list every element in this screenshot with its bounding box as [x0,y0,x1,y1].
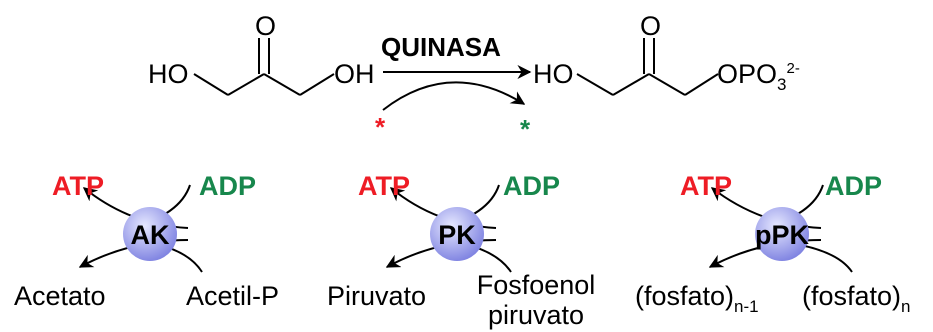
ak-enzyme-label: AK [130,220,170,250]
acceptor-asterisk: * [520,114,531,144]
substrate-structure [193,38,335,96]
donor-asterisk: * [375,112,386,142]
pk-donor-label-line1: Fosfoenol [476,270,596,300]
substrate-ho-label: HO [148,59,189,89]
pk-atp-label: ATP [358,171,410,201]
cofactor-curved-arrow [382,81,526,111]
pk-enzyme-node [430,207,484,261]
ppk-product-label: (fosfato)n-1 [635,281,759,316]
substrate-oh-label: OH [334,59,375,89]
ak-adp-label: ADP [199,171,257,201]
pk-system [385,184,512,273]
substrate-carbonyl-o: O [255,11,277,41]
ppk-donor-label: (fosfato)n [802,281,911,316]
ak-enzyme-node [123,207,177,261]
pk-adp-label: ADP [503,171,561,201]
pk-donor-label-line2: piruvato [487,300,585,330]
product-ho-label: HO [533,59,574,89]
product-carbonyl-o: O [640,11,662,41]
product-structure [576,38,719,96]
ppk-atp-label: ATP [680,171,732,201]
ak-atp-label: ATP [52,171,104,201]
ppk-enzyme-node [755,207,809,261]
ak-product-label: Acetato [14,281,106,311]
ppk-adp-label: ADP [825,171,883,201]
pk-product-label: Piruvato [327,281,427,311]
ak-system [78,184,203,273]
kinase-label: QUINASA [381,32,501,62]
pk-enzyme-label: PK [438,220,476,250]
ppk-enzyme-label: pPK [755,220,809,250]
ppk-system [708,184,853,273]
ak-donor-label: Acetil-P [186,281,280,311]
product-phosphate-label: OPO32- [717,59,800,94]
